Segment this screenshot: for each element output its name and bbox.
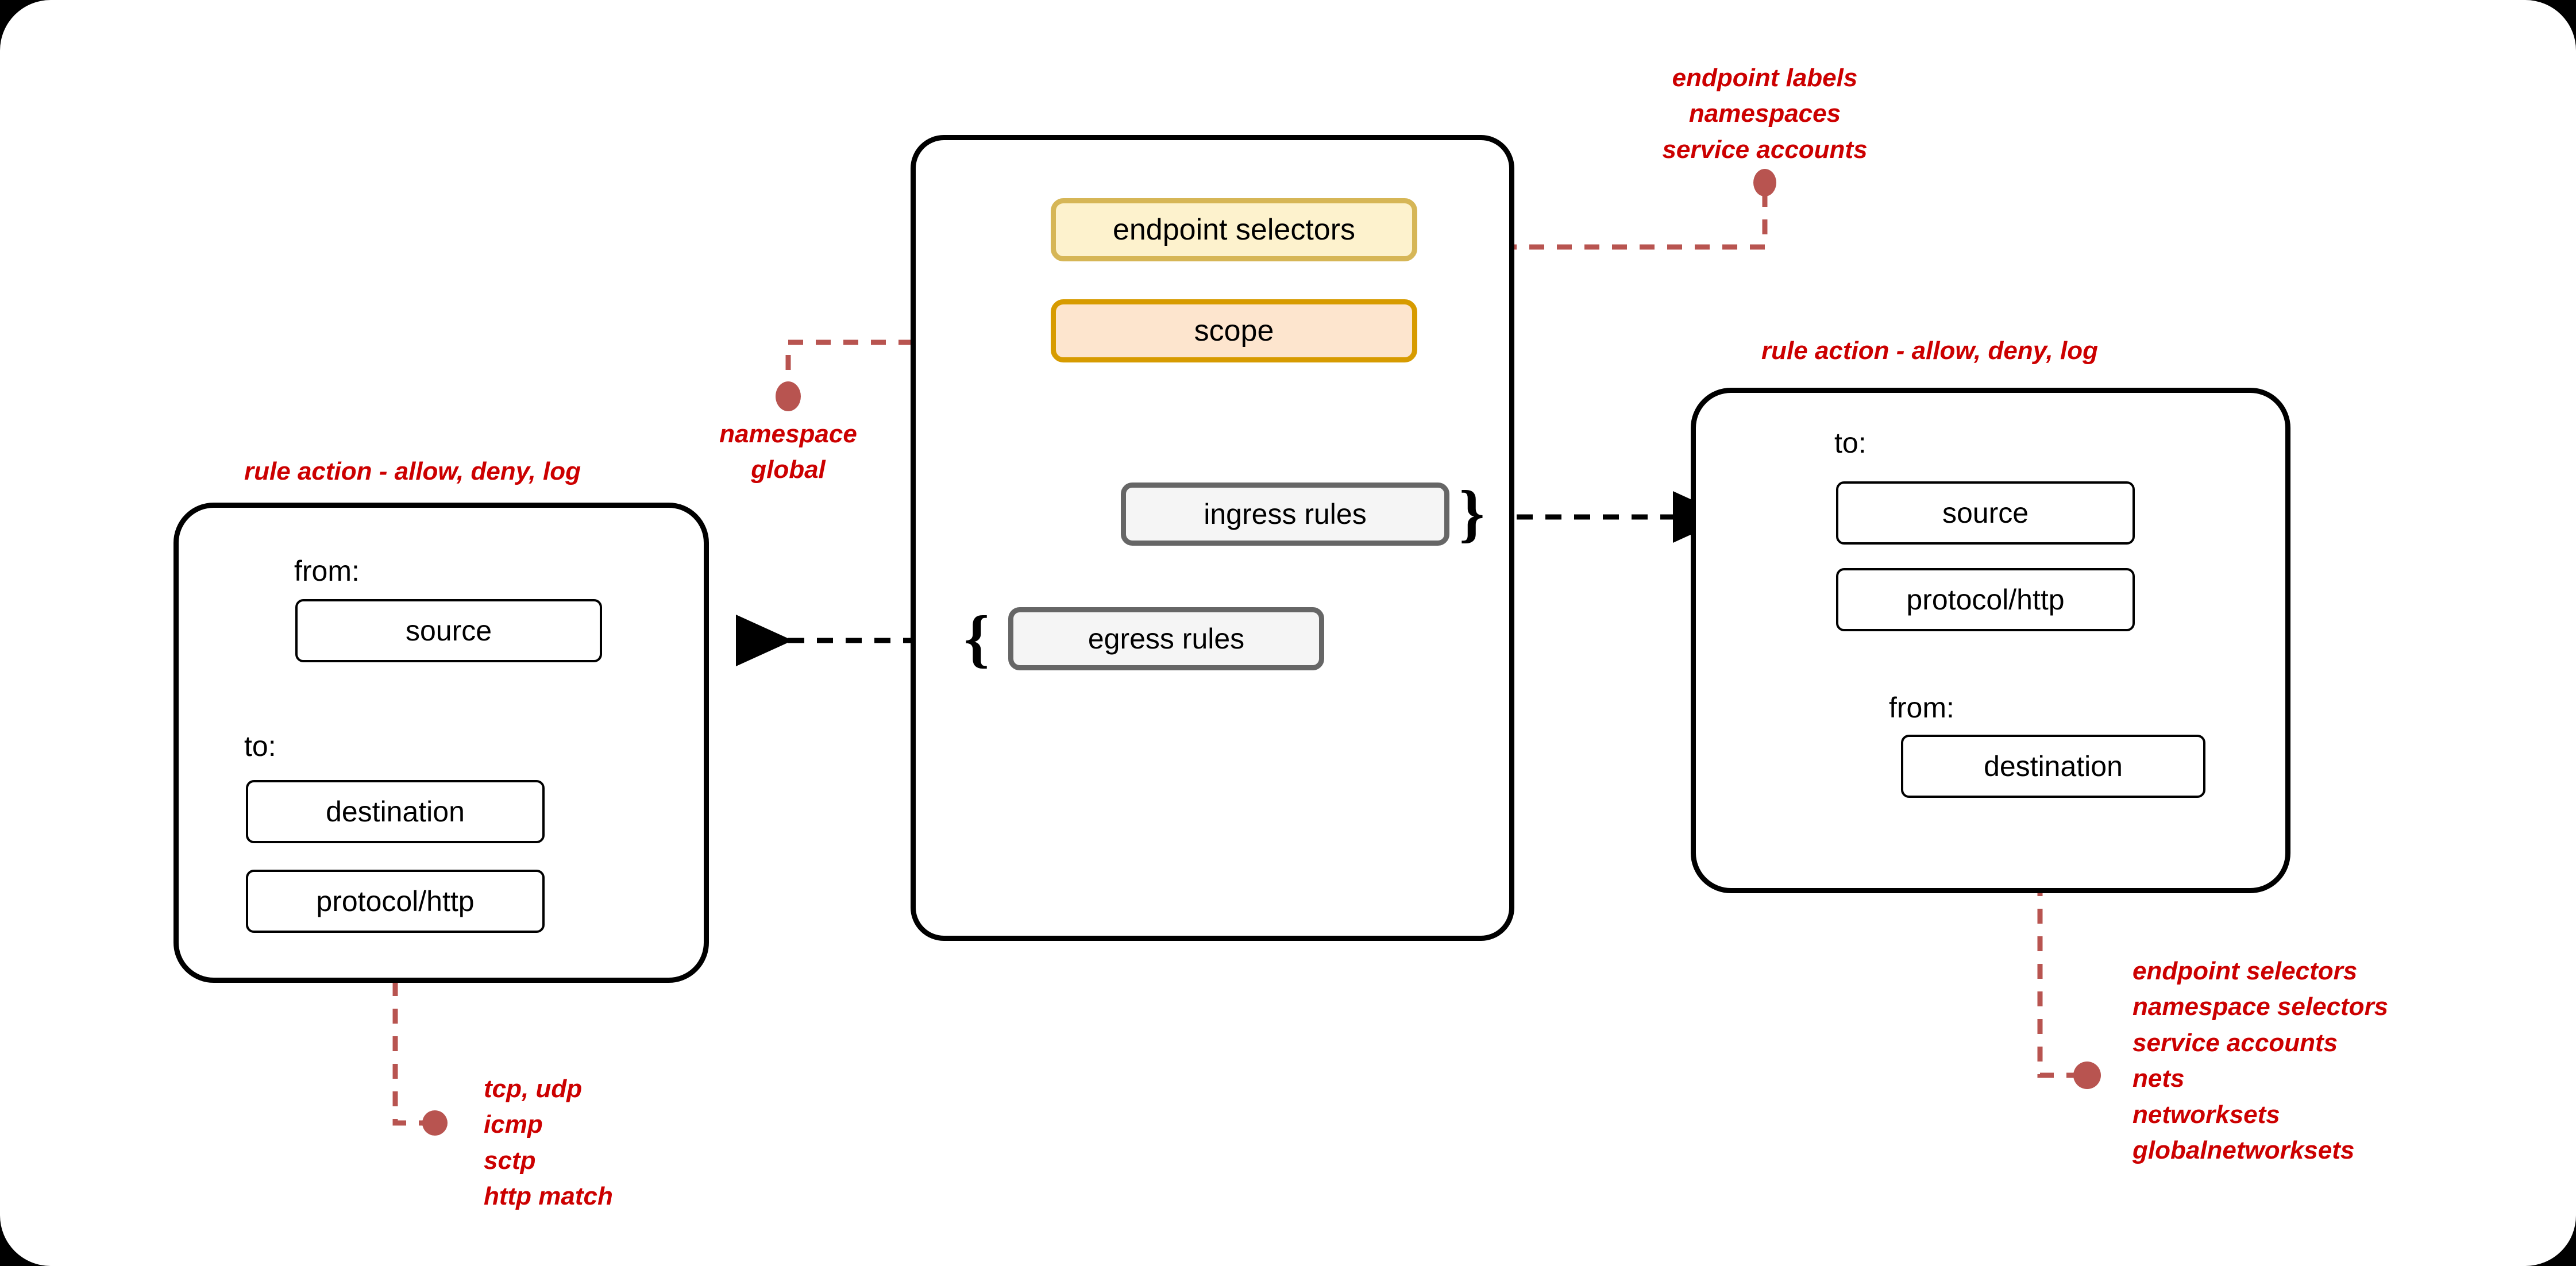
egress-to-label: to: (244, 730, 276, 762)
ingress-to-protocol-label: protocol/http (1906, 584, 2065, 616)
egress-to-destination-box[interactable]: destination (246, 780, 545, 843)
egress-from-source-box[interactable]: source (295, 599, 602, 662)
ingress-rule-action-annotation: rule action - allow, deny, log (1761, 337, 2098, 365)
egress-from-label: from: (294, 555, 360, 587)
ingress-rule-box (1691, 388, 2290, 893)
ingress-from-label: from: (1889, 692, 1954, 724)
ingress-brace: } (1459, 478, 1485, 549)
ingress-to-protocol-box[interactable]: protocol/http (1836, 568, 2135, 631)
ingress-from-destination-label: destination (1984, 750, 2123, 782)
egress-rule-action-annotation: rule action - allow, deny, log (244, 457, 581, 485)
ingress-rules-chip[interactable]: ingress rules (1121, 483, 1449, 546)
ingress-from-destination-box[interactable]: destination (1901, 735, 2205, 798)
endpoint-selectors-label: endpoint selectors (1112, 213, 1356, 246)
ingress-to-source-label: source (1942, 497, 2029, 529)
endpoint-selectors-annotation: endpoint labels namespaces service accou… (1662, 64, 1868, 164)
ingress-to-source-box[interactable]: source (1836, 481, 2135, 545)
destination-annotation: endpoint selectors namespace selectors s… (2132, 957, 2389, 1165)
egress-to-protocol-box[interactable]: protocol/http (246, 870, 545, 933)
egress-rules-label: egress rules (1088, 623, 1245, 655)
egress-to-destination-label: destination (326, 796, 465, 828)
ingress-rules-label: ingress rules (1204, 498, 1367, 530)
scope-chip[interactable]: scope (1051, 299, 1417, 362)
egress-from-source-label: source (405, 615, 492, 647)
scope-annotation: namespace global (719, 420, 857, 484)
egress-brace: { (964, 603, 990, 674)
endpoint-selectors-chip[interactable]: endpoint selectors (1051, 198, 1417, 261)
scope-label: scope (1194, 314, 1274, 348)
protocol-annotation: tcp, udp icmp sctp http match (484, 1075, 613, 1211)
egress-rules-chip[interactable]: egress rules (1008, 607, 1324, 670)
ingress-to-label: to: (1834, 427, 1867, 459)
egress-to-protocol-label: protocol/http (316, 885, 475, 917)
